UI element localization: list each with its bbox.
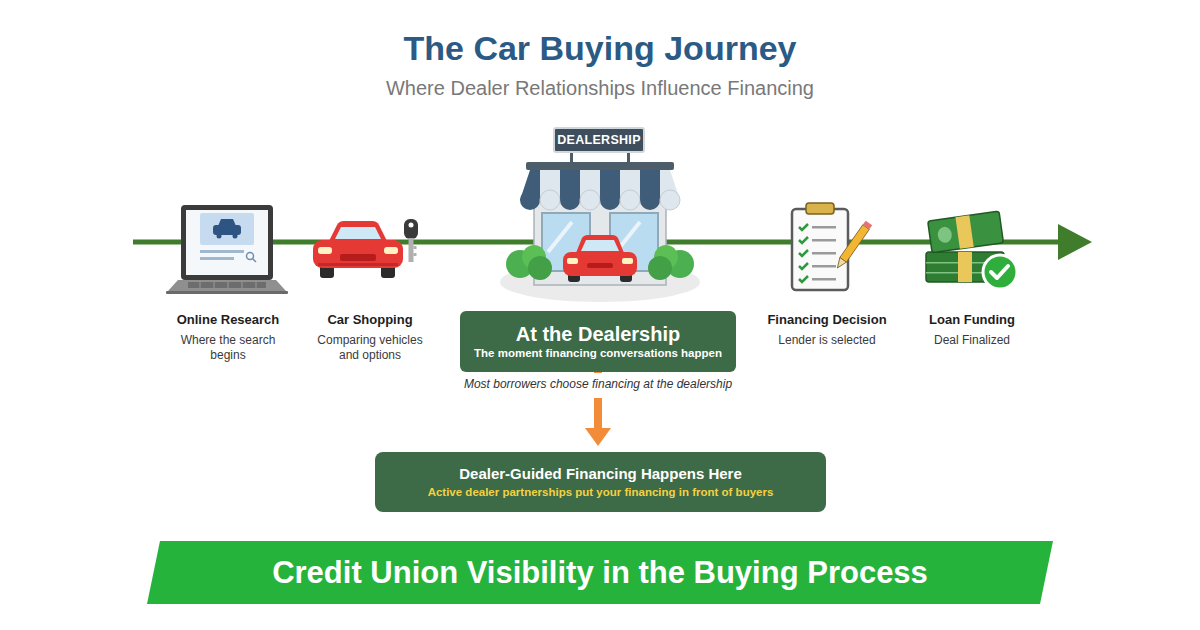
screen-panel <box>200 213 254 245</box>
key-teeth <box>414 246 417 256</box>
screen-car-wheel <box>217 234 222 239</box>
sign-text: DEALERSHIP <box>557 133 641 147</box>
key-line <box>256 282 257 288</box>
stage-description: Where the search begins <box>173 333 283 363</box>
banner-band: Credit Union Visibility in the Buying Pr… <box>147 541 1053 604</box>
list-line <box>812 239 836 242</box>
screen-car-body <box>213 225 241 235</box>
cash-stack <box>928 211 1004 253</box>
car-grille <box>340 254 376 261</box>
bush <box>528 256 552 280</box>
box-body: Active dealer partnerships put your fina… <box>428 484 774 501</box>
car-headlight <box>622 258 633 264</box>
box-heading: At the Dealership <box>516 322 680 346</box>
car-icon <box>313 221 403 278</box>
pencil-tip <box>834 258 846 271</box>
car-cabin <box>576 235 624 253</box>
awning-scallop <box>660 190 680 210</box>
car-bumper <box>318 263 398 266</box>
check-mark <box>991 266 1008 278</box>
stage-callout: At the DealershipThe moment financing co… <box>460 311 736 372</box>
stage-title: Loan Funding <box>897 312 1047 328</box>
pencil-body <box>840 225 869 262</box>
stage-title: Car Shopping <box>295 312 445 328</box>
screen-car-cabin <box>218 219 236 226</box>
clipboard-icon <box>792 203 872 290</box>
bill-seal <box>937 226 953 244</box>
list-line <box>812 265 836 268</box>
laptop-bezel <box>181 205 273 280</box>
dealership-building <box>500 150 700 302</box>
awning-scallop <box>520 190 540 210</box>
note-text: Most borrowers choose financing at the d… <box>428 373 768 398</box>
magnifier-handle <box>253 259 257 263</box>
stage-description: Lender is selected <box>747 333 907 348</box>
money-band <box>955 215 973 249</box>
list-line <box>812 226 836 229</box>
car-body <box>563 252 637 276</box>
sign-box: DEALERSHIP <box>553 127 645 153</box>
pencil <box>834 221 872 271</box>
clipboard-clip <box>806 203 834 214</box>
key-line <box>228 282 229 288</box>
car-windshield <box>581 240 619 251</box>
clipboard-board <box>792 209 848 290</box>
awning-scallop <box>600 190 620 210</box>
box-body: The moment financing conversations happe… <box>474 346 722 361</box>
list-line <box>812 252 836 255</box>
subtitle: Where Dealer Relationships Influence Fin… <box>250 76 950 100</box>
car-cabin <box>329 221 387 241</box>
laptop-keyboard <box>188 282 266 288</box>
pencil-eraser <box>863 221 872 230</box>
page-title: The Car Buying Journey <box>0 28 1200 68</box>
car-headlight <box>318 247 332 254</box>
screen-line <box>200 250 244 253</box>
list-line <box>812 278 836 281</box>
stage-title: Online Research <box>153 312 303 328</box>
awning-scallop <box>640 190 660 210</box>
roof-cap <box>526 162 674 170</box>
car-grille <box>587 263 613 268</box>
cash-top <box>928 211 1004 253</box>
box-heading: Dealer-Guided Financing Happens Here <box>459 464 742 484</box>
stage-title: Financing Decision <box>747 312 907 328</box>
banner-text: Credit Union Visibility in the Buying Pr… <box>272 555 928 591</box>
car-headlight <box>384 247 398 254</box>
key-line <box>214 282 215 288</box>
check-circle <box>983 255 1017 289</box>
window-glare <box>548 222 572 252</box>
car-body <box>313 240 403 268</box>
key-blade <box>409 238 414 262</box>
key-line <box>242 282 243 288</box>
money-icon <box>926 211 1017 289</box>
money-band <box>958 252 972 282</box>
stage-description: Comparing vehicles and options <box>314 333 426 363</box>
laptop-base <box>166 291 288 294</box>
screen-car-wheel <box>233 234 238 239</box>
key-icon <box>404 219 418 262</box>
car-headlight <box>567 258 578 264</box>
laptop-icon <box>166 205 288 294</box>
screen-line <box>200 257 234 260</box>
laptop-deck <box>168 280 286 291</box>
key-head <box>404 219 418 239</box>
bush <box>648 256 672 280</box>
car-windshield <box>335 227 381 239</box>
awning-scallop <box>560 190 580 210</box>
key-hole <box>409 223 414 228</box>
awning-scallop <box>580 190 600 210</box>
awning-scallop <box>540 190 560 210</box>
band-fill <box>147 541 1053 604</box>
magnifier <box>247 253 254 260</box>
timeline-arrowhead <box>1058 224 1092 260</box>
callout-box: Dealer-Guided Financing Happens HereActi… <box>375 452 826 512</box>
awning-scallop <box>620 190 640 210</box>
check-marks <box>799 224 808 282</box>
key-line <box>200 282 201 288</box>
laptop-screen <box>186 210 268 275</box>
stage-description: Deal Finalized <box>897 333 1047 348</box>
